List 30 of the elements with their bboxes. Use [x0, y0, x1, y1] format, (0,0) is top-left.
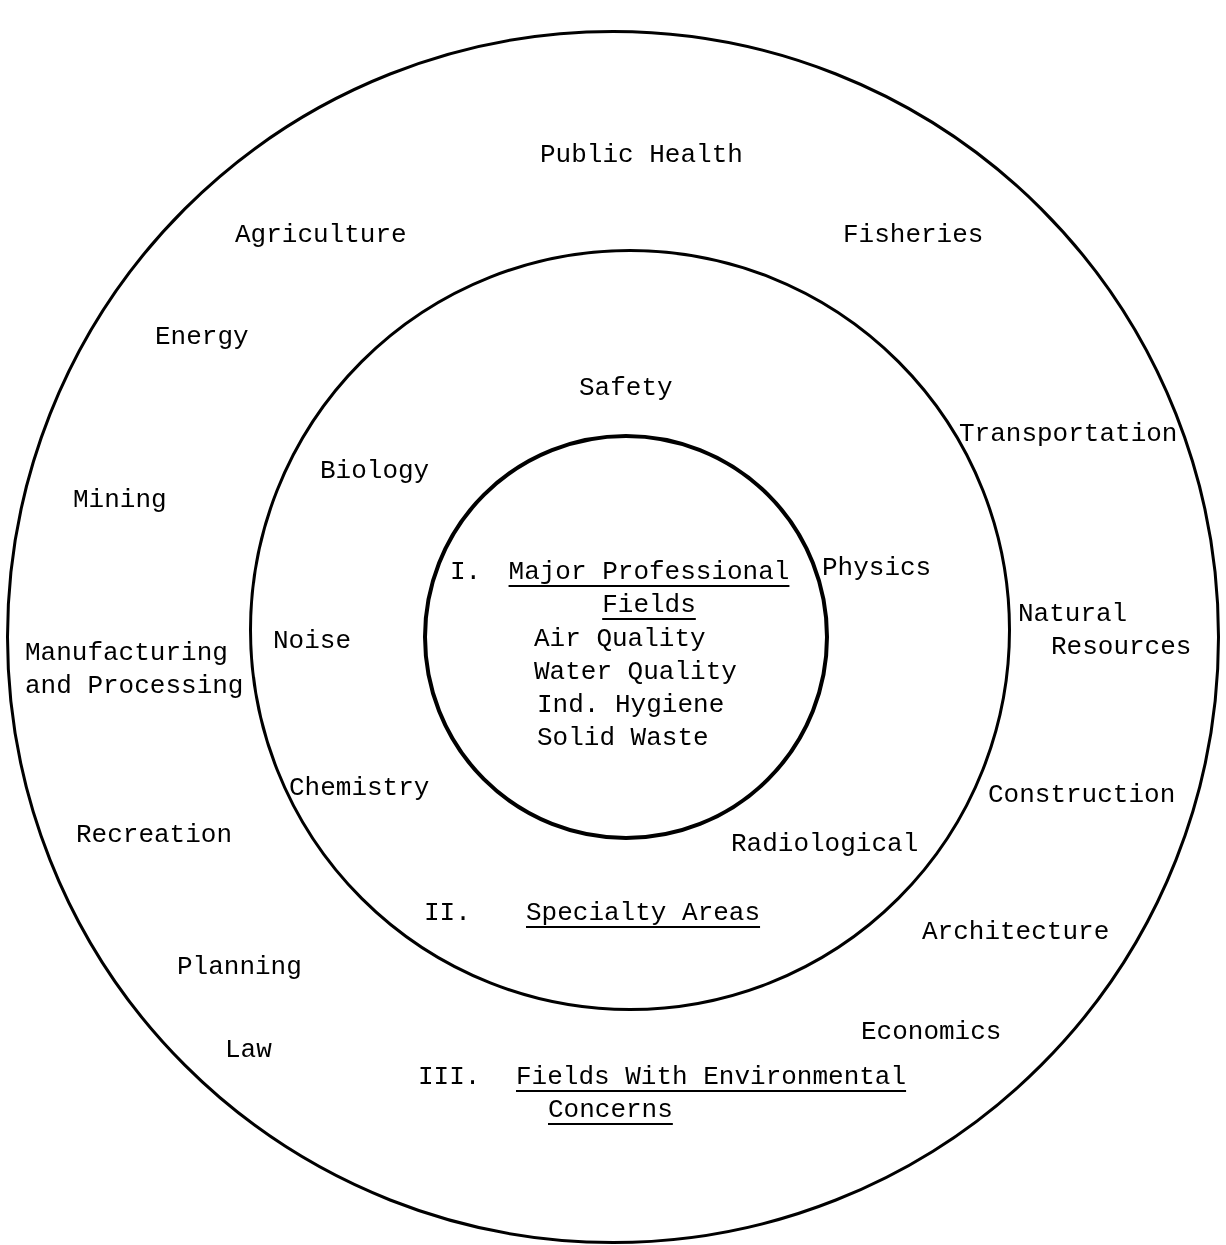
field-label: Noise	[273, 625, 351, 658]
field-label: Safety	[579, 372, 673, 405]
field-label: Chemistry	[289, 772, 430, 805]
field-label: Transportation	[959, 418, 1178, 451]
field-label: Water Quality	[534, 656, 737, 689]
field-label: Recreation	[76, 819, 233, 852]
field-label: Planning	[177, 951, 302, 984]
heading-text: Major Professional Fields	[507, 556, 791, 622]
field-label: II.	[424, 897, 471, 930]
field-label: Public Health	[540, 139, 743, 172]
field-label: Agriculture	[235, 219, 407, 252]
field-label: Solid Waste	[537, 722, 709, 755]
field-label: Mining	[73, 484, 167, 517]
field-label: Ind. Hygiene	[537, 689, 725, 722]
field-label: Law	[225, 1034, 272, 1067]
field-label: Architecture	[922, 916, 1110, 949]
field-label: Physics	[822, 552, 932, 585]
field-label: Natural Resources	[1018, 598, 1193, 664]
field-label: Radiological	[731, 828, 919, 861]
field-label: Air Quality	[534, 623, 706, 656]
heading-text: Specialty Areas	[526, 897, 761, 930]
field-label: Energy	[155, 321, 249, 354]
heading-text: Fields With Environmental Concerns	[516, 1061, 908, 1127]
field-label: Construction	[988, 779, 1176, 812]
field-label: I.	[450, 556, 482, 589]
field-label: Economics	[861, 1016, 1002, 1049]
field-label: Manufacturing and Processing	[25, 637, 245, 703]
field-label: Fisheries	[843, 219, 984, 252]
field-label: III.	[418, 1061, 481, 1094]
field-label: Biology	[320, 455, 430, 488]
